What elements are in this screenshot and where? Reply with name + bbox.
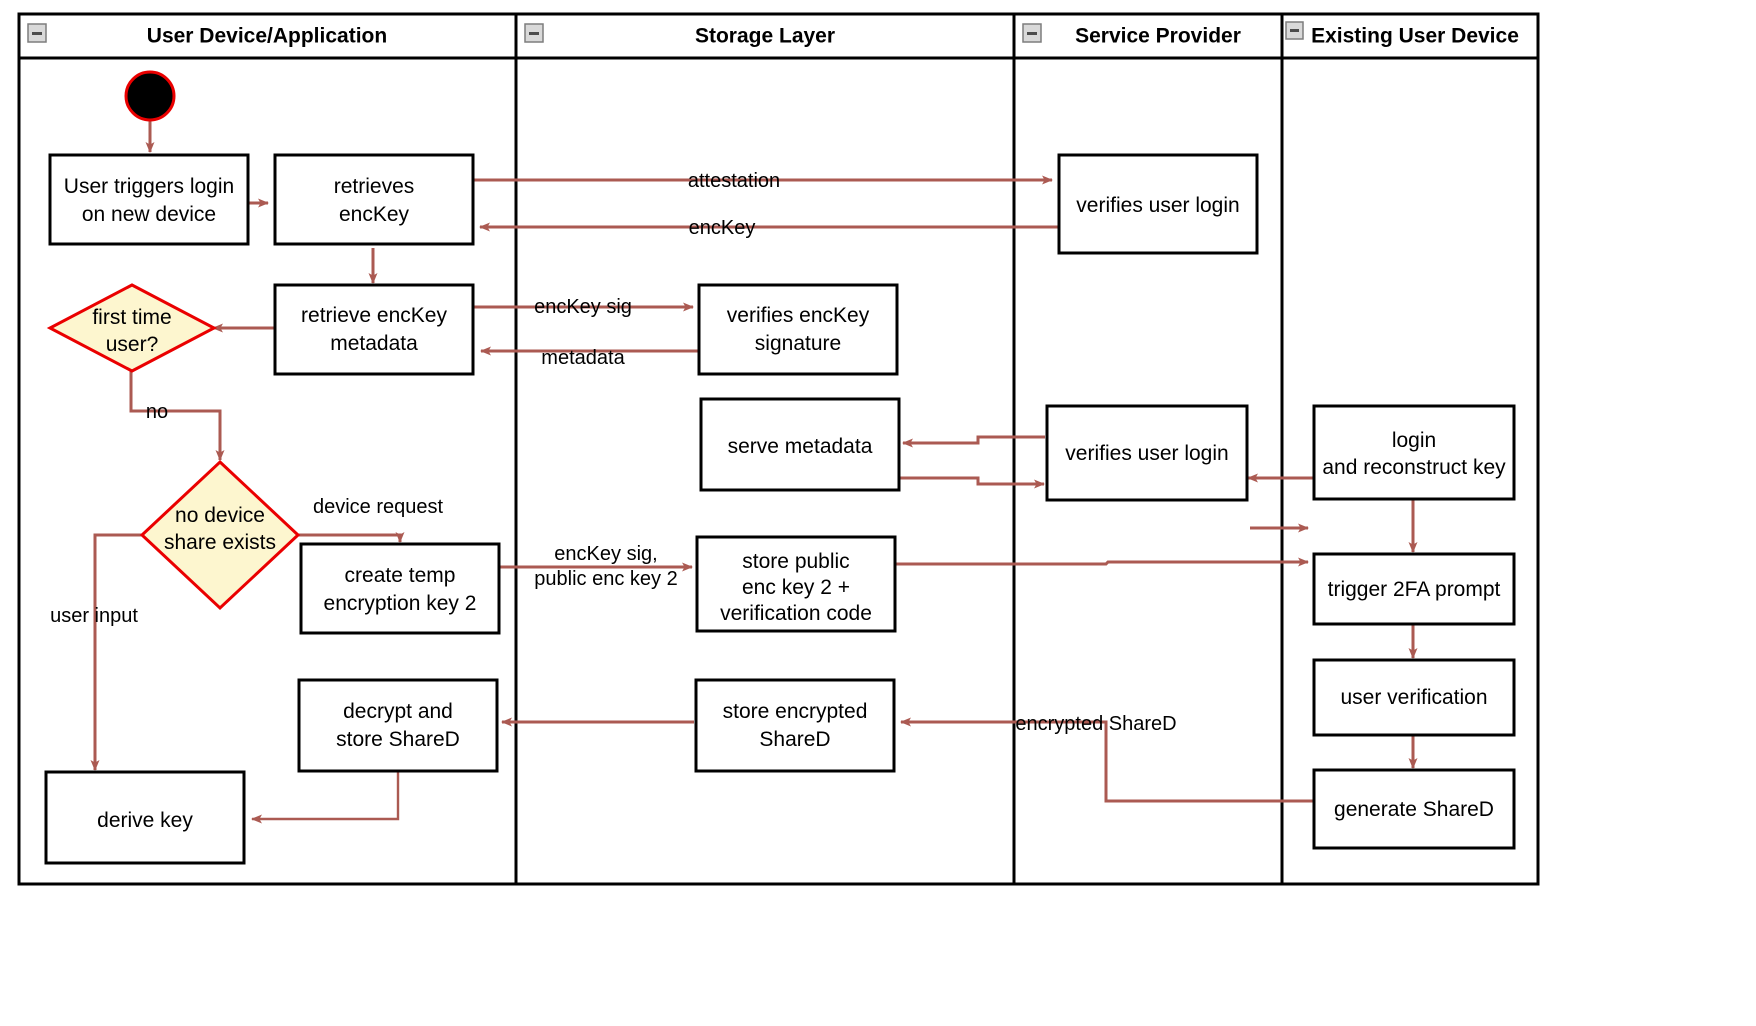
edge-label-enckey-sig-pek2-line2: public enc key 2: [534, 568, 677, 590]
decision-label-line: no device: [175, 504, 265, 527]
node-label-line: retrieves: [334, 175, 415, 198]
node-label-line: User triggers login: [64, 175, 234, 198]
node-label-line: create temp: [345, 564, 456, 587]
node-label-line: signature: [755, 332, 841, 355]
edge-label-enckey: encKey: [689, 217, 756, 239]
lane-title-user-device: User Device/Application: [147, 25, 387, 48]
node-label-line: encryption key 2: [324, 592, 477, 615]
lane-title-service-provider: Service Provider: [1075, 25, 1241, 48]
node-label-line: user verification: [1340, 686, 1487, 709]
node-label-line: serve metadata: [728, 435, 873, 458]
node-create-temp-encryption-key-2[interactable]: create temp encryption key 2: [299, 542, 501, 635]
node-label-line: store public: [742, 550, 849, 573]
node-label-line: store encrypted: [723, 700, 868, 723]
node-label-line: decrypt and: [343, 700, 453, 723]
node-label-line: metadata: [330, 332, 418, 355]
node-retrieves-enckey[interactable]: retrieves encKey: [273, 153, 475, 246]
decision-label-line: user?: [106, 333, 159, 356]
node-no-device-share-exists[interactable]: no device share exists: [139, 459, 301, 611]
node-generate-shared[interactable]: generate ShareD: [1312, 768, 1516, 850]
node-label-line: on new device: [82, 203, 216, 226]
edges: attestation encKey encKey sig metadata n…: [50, 119, 1418, 824]
node-label-line: store ShareD: [336, 728, 460, 751]
node-label-line: verifies user login: [1065, 442, 1228, 465]
node-label-line: derive key: [97, 809, 193, 832]
start-node[interactable]: [124, 70, 176, 122]
lane-title-storage-layer: Storage Layer: [695, 25, 835, 48]
node-store-public-enc-key-2[interactable]: store public enc key 2 + verification co…: [695, 535, 897, 633]
node-label-line: verifies user login: [1076, 194, 1239, 217]
node-label-line: enc key 2 +: [742, 576, 850, 599]
collapse-icon[interactable]: [1285, 21, 1304, 40]
edge-label-device-request: device request: [313, 496, 444, 518]
edge-device-request: [298, 532, 405, 543]
collapse-icon[interactable]: [1022, 23, 1042, 43]
decision-label-line: share exists: [164, 531, 276, 554]
node-store-encrypted-shared[interactable]: store encrypted ShareD: [694, 678, 896, 773]
edge-decrypt-to-derive-key: [251, 772, 400, 824]
node-first-time-user[interactable]: first time user?: [46, 283, 218, 373]
node-label-line: verifies encKey: [727, 304, 870, 327]
node-label-line: and reconstruct key: [1322, 456, 1506, 479]
node-verifies-user-login-top[interactable]: verifies user login: [1057, 153, 1259, 255]
edge-label-no: no: [146, 401, 168, 423]
node-retrieve-enckey-metadata[interactable]: retrieve encKey metadata: [273, 283, 475, 376]
edge-label-encrypted-shared: encrypted ShareD: [1015, 713, 1176, 735]
decision-label-line: first time: [92, 306, 171, 329]
edge-no-branch: [129, 371, 225, 461]
edge-label-enckey-sig-pek2-line1: encKey sig,: [554, 543, 657, 565]
node-login-and-reconstruct-key[interactable]: login and reconstruct key: [1312, 404, 1516, 501]
node-label-line: generate ShareD: [1334, 798, 1494, 821]
lane-title-existing-user-device: Existing User Device: [1311, 25, 1519, 48]
edge-label-user-input: user input: [50, 605, 138, 627]
node-label-line: trigger 2FA prompt: [1328, 578, 1501, 601]
edge-store-public-to-trigger-2fa: [896, 557, 1309, 567]
edge-label-attestation: attestation: [688, 170, 780, 192]
node-derive-key[interactable]: derive key: [44, 770, 246, 865]
node-trigger-2fa-prompt[interactable]: trigger 2FA prompt: [1312, 552, 1516, 626]
node-decrypt-and-store-shared[interactable]: decrypt and store ShareD: [297, 678, 499, 773]
node-label-line: verification code: [720, 602, 872, 625]
edge-encrypted-shared: [900, 717, 1313, 803]
collapse-icon[interactable]: [27, 23, 47, 43]
node-label-line: login: [1392, 429, 1436, 452]
collapse-icon[interactable]: [524, 23, 544, 43]
node-user-triggers-login[interactable]: User triggers login on new device: [48, 153, 250, 246]
node-label-line: retrieve encKey: [301, 304, 447, 327]
node-user-verification[interactable]: user verification: [1312, 658, 1516, 737]
node-serve-metadata[interactable]: serve metadata: [699, 397, 901, 492]
node-label-line: ShareD: [759, 728, 830, 751]
nodes: User triggers login on new device retrie…: [44, 70, 1516, 865]
edge-verifies-user-login-to-serve-metadata: [902, 435, 1045, 448]
edge-label-metadata: metadata: [541, 347, 625, 369]
edge-user-input: [90, 533, 142, 771]
node-verifies-user-login-mid[interactable]: verifies user login: [1045, 404, 1249, 502]
node-label-line: encKey: [339, 203, 410, 226]
node-verifies-enckey-signature[interactable]: verifies encKey signature: [697, 283, 899, 376]
edge-label-enckey-sig: encKey sig: [534, 296, 632, 318]
edge-serve-metadata-to-verifies-user-login: [899, 476, 1045, 489]
